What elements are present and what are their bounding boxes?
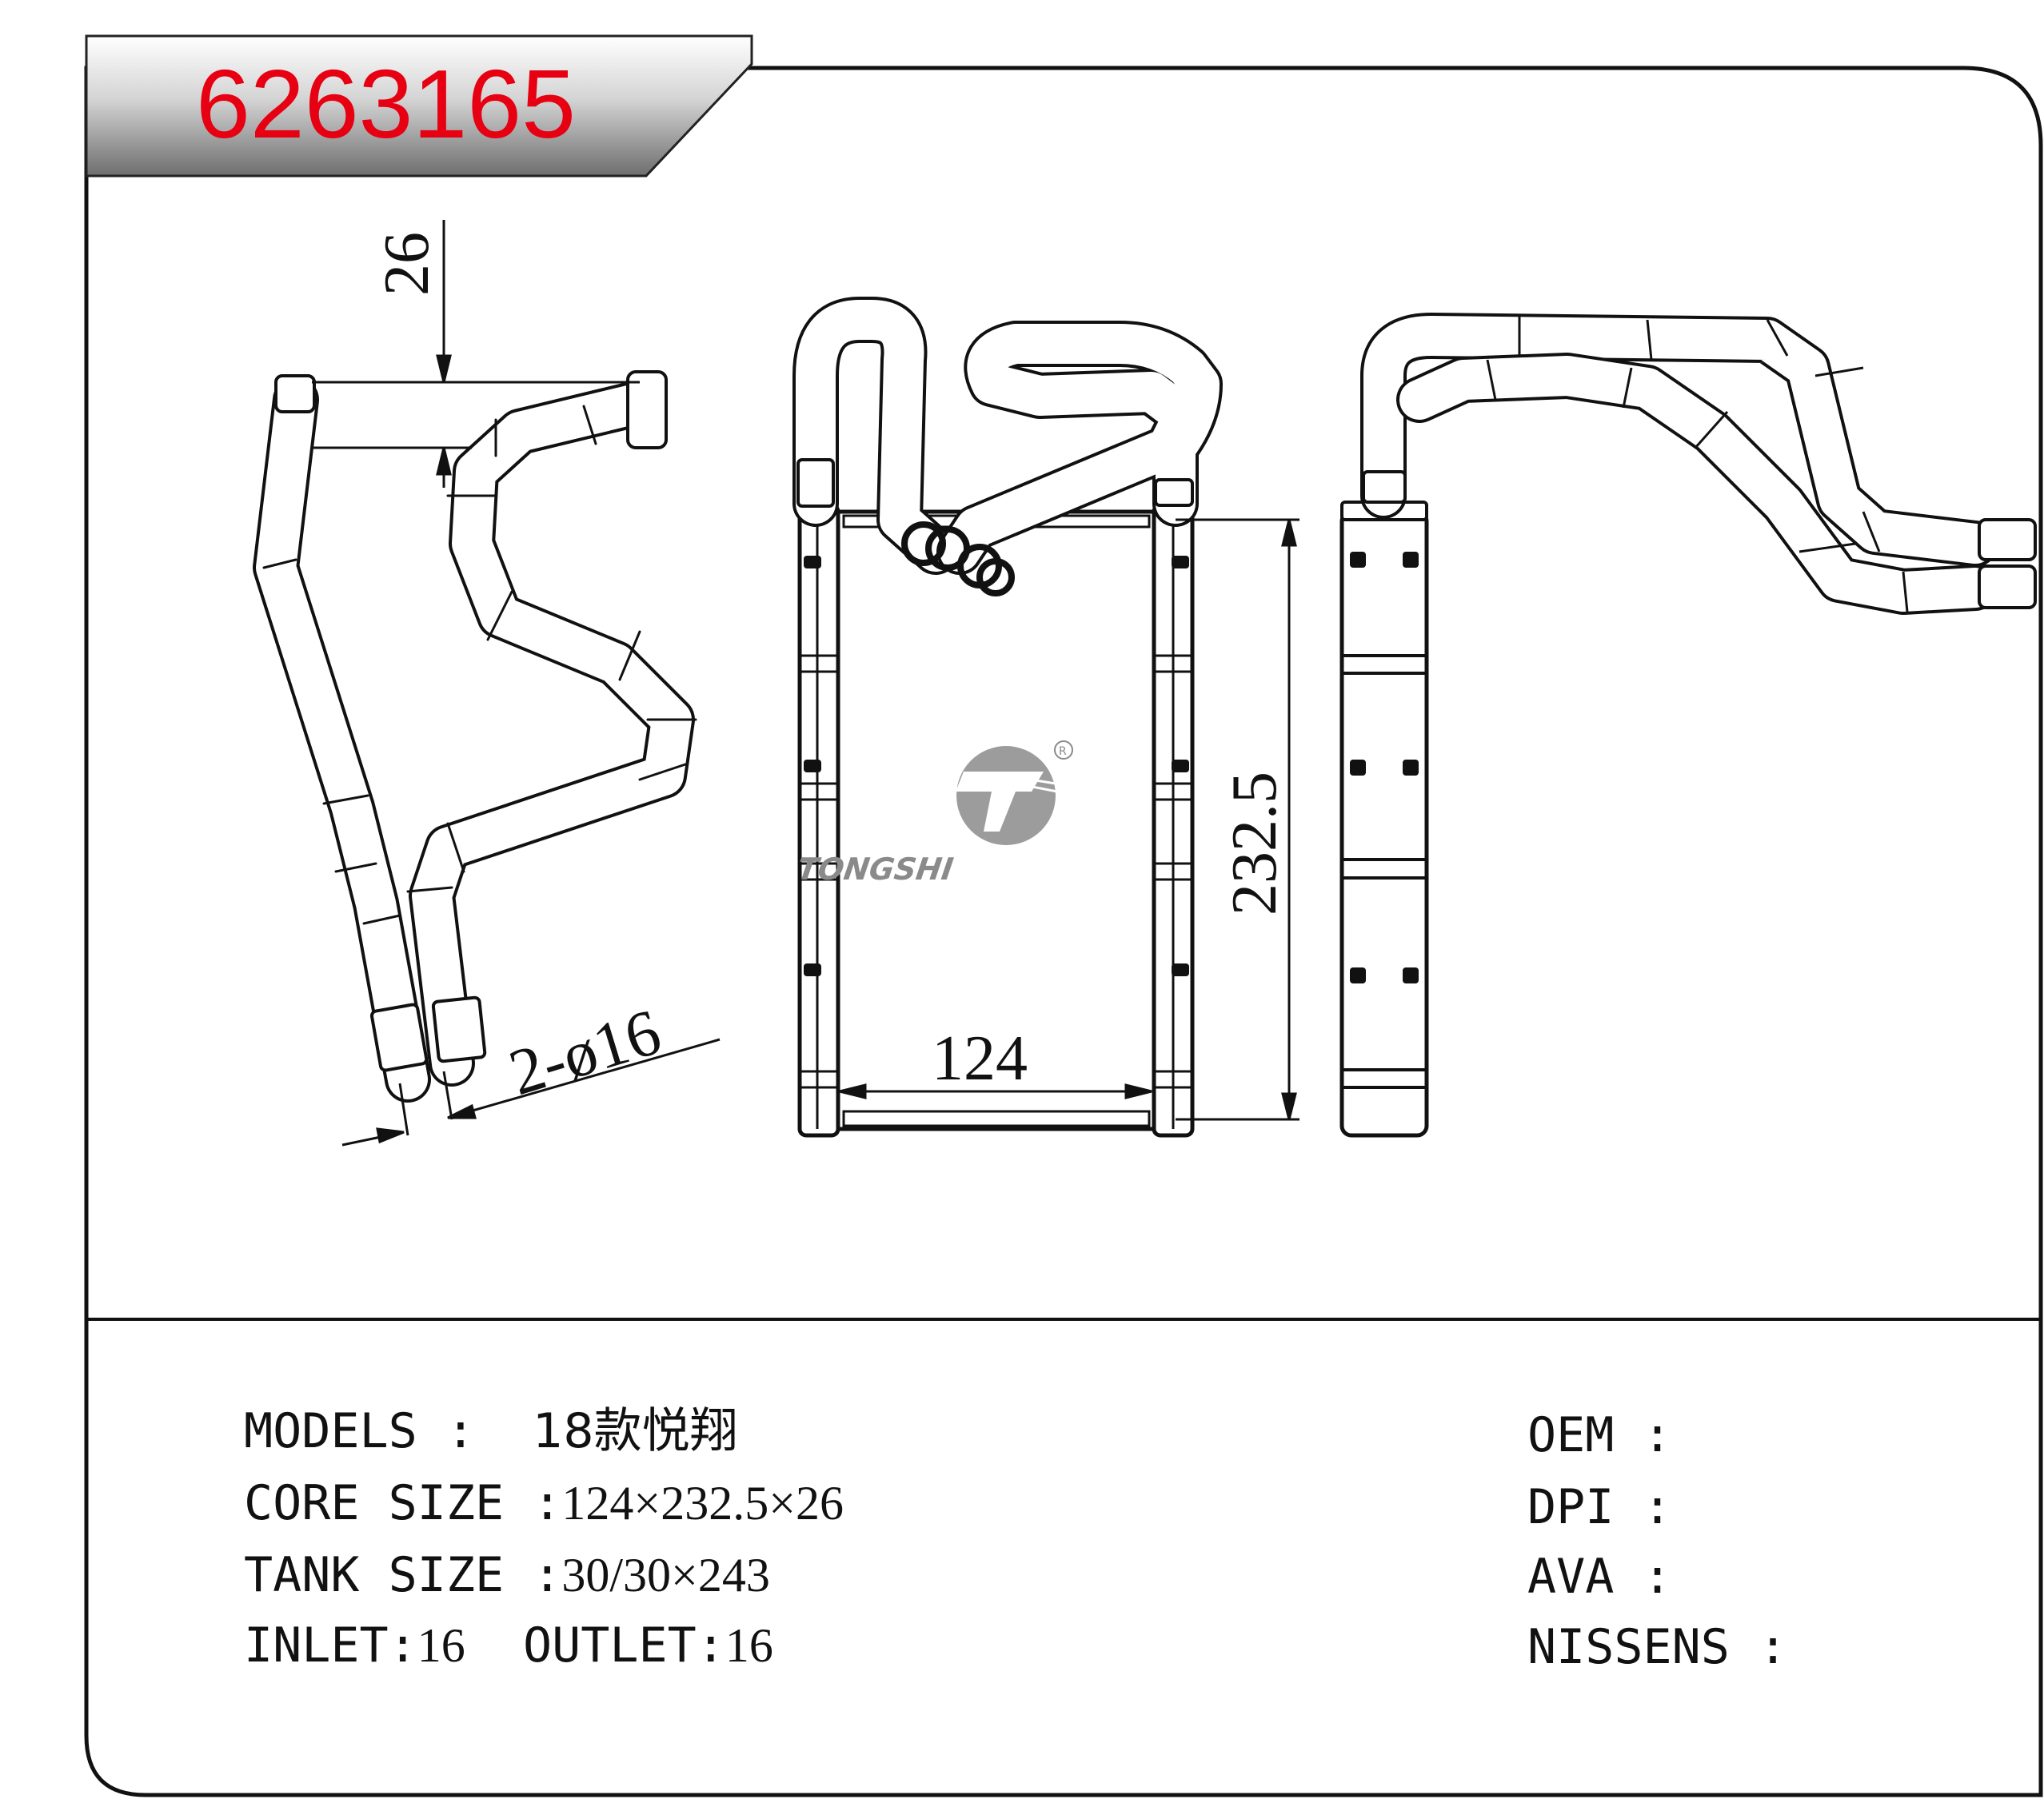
inlet-value: 16 bbox=[417, 1619, 465, 1672]
header-tab bbox=[85, 34, 753, 178]
nissens-row: NISSENS : bbox=[1527, 1619, 1788, 1675]
front-view-core bbox=[792, 297, 1223, 1138]
part-number: 6263165 bbox=[196, 50, 576, 158]
tank-size-value: 30/30×243 bbox=[561, 1549, 770, 1602]
pipe-diameter-value: 2-ø16 bbox=[501, 995, 669, 1109]
side-view-tank bbox=[1339, 313, 2037, 1138]
outlet-value: 16 bbox=[725, 1619, 773, 1672]
width-dimension bbox=[839, 1083, 1152, 1099]
registered-mark: R bbox=[1059, 745, 1067, 758]
depth-dimension bbox=[312, 220, 640, 488]
core-size-label: CORE SIZE : bbox=[244, 1475, 562, 1531]
height-dimension bbox=[1176, 518, 1299, 1121]
dpi-row: DPI : bbox=[1527, 1479, 1672, 1535]
models-value: 18款悦翔 bbox=[533, 1403, 738, 1459]
tank-size-row: TANK SIZE :30/30×243 bbox=[244, 1551, 770, 1599]
models-label: MODELS : bbox=[244, 1403, 475, 1459]
pipe-diameter-dimension bbox=[341, 1038, 721, 1147]
height-value: 232.5 bbox=[1220, 772, 1290, 915]
width-value: 124 bbox=[932, 1023, 1028, 1094]
core-size-value: 124×232.5×26 bbox=[561, 1477, 844, 1530]
inlet-outlet-row: INLET:16 OUTLET:16 bbox=[244, 1622, 773, 1669]
ava-row: AVA : bbox=[1527, 1549, 1672, 1605]
tank-size-label: TANK SIZE : bbox=[244, 1547, 562, 1603]
models-row: MODELS : 18款悦翔 bbox=[244, 1407, 738, 1455]
sheet-frame bbox=[84, 66, 2043, 1797]
side-view-pipes bbox=[253, 370, 697, 1103]
core-size-row: CORE SIZE :124×232.5×26 bbox=[244, 1479, 844, 1527]
oem-row: OEM : bbox=[1527, 1407, 1672, 1463]
brand-name: TONGSHI bbox=[795, 852, 956, 888]
tongshi-logo: R TONGSHI bbox=[795, 740, 1073, 888]
outlet-label: OUTLET: bbox=[523, 1618, 725, 1673]
depth-value: 26 bbox=[372, 232, 442, 296]
inlet-label: INLET: bbox=[244, 1618, 417, 1673]
